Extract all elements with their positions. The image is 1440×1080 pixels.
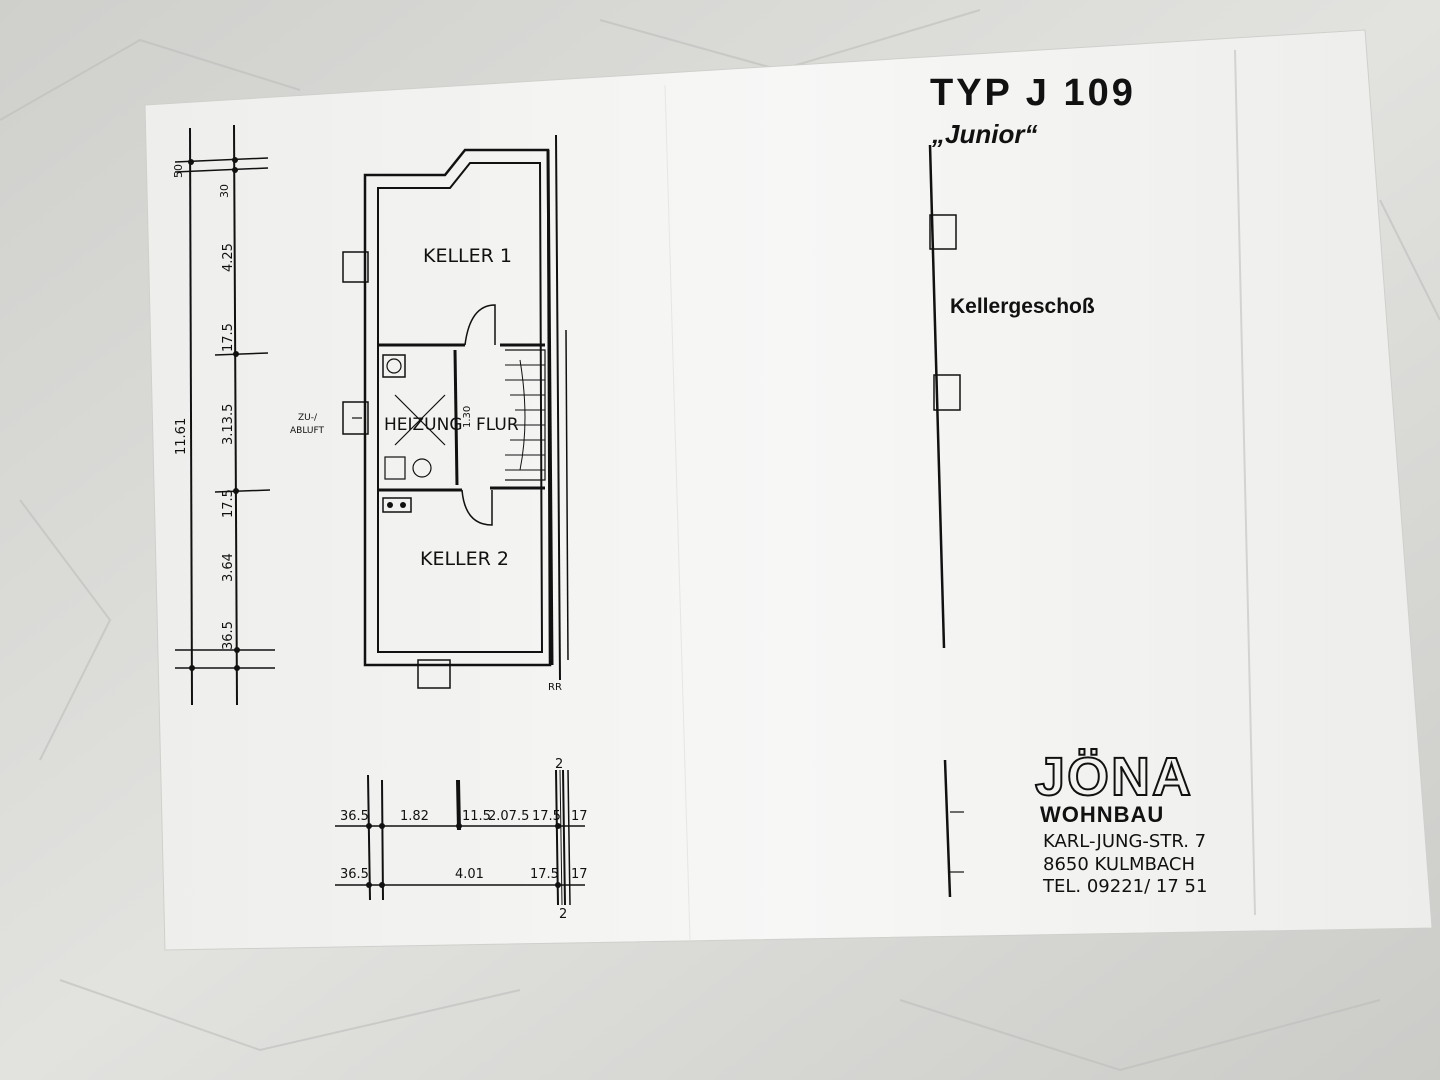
dim-h2-3: 17.5 bbox=[530, 867, 559, 882]
plan-name: „Junior“ bbox=[931, 119, 1037, 149]
ventilation-label-line2: ABLUFT bbox=[290, 426, 325, 436]
floor-plan bbox=[342, 134, 569, 689]
door-width-label: 1.30 bbox=[462, 406, 473, 428]
company-city: 8650 KULMBACH bbox=[1043, 854, 1195, 875]
dim-total-depth: 11.61 bbox=[174, 418, 189, 455]
room-label-flur: FLUR bbox=[476, 415, 519, 435]
dim-h1-5: 17.5 bbox=[532, 809, 561, 824]
dim-h1-3: 11.5 bbox=[462, 809, 491, 824]
plan-type-title: TYP J 109 bbox=[930, 72, 1136, 114]
axis-label-top: 2 bbox=[555, 757, 563, 772]
dim-v-8: 36.5 bbox=[221, 621, 236, 650]
company-street: KARL-JUNG-STR. 7 bbox=[1043, 831, 1206, 852]
dim-v-1: 50 bbox=[172, 164, 185, 178]
dim-v-2: 30 bbox=[218, 184, 231, 198]
svg-text:JÖNA: JÖNA bbox=[1035, 747, 1193, 807]
rr-label: RR bbox=[548, 682, 562, 693]
dim-v-4: 17.5 bbox=[221, 323, 236, 352]
floor-label: Kellergeschoß bbox=[950, 295, 1095, 318]
room-label-heizung: HEIZUNG bbox=[384, 415, 463, 435]
company-logo: JÖNA WOHNBAU bbox=[1034, 746, 1193, 827]
room-label-keller-2: KELLER 2 bbox=[420, 548, 509, 570]
dim-h1-1: 36.5 bbox=[340, 809, 369, 824]
company-phone: TEL. 09221/ 17 51 bbox=[1042, 876, 1207, 897]
dim-h1-2: 1.82 bbox=[400, 809, 429, 824]
dim-h1-4: 2.07.5 bbox=[488, 809, 529, 824]
dim-v-3: 4.25 bbox=[221, 243, 236, 272]
dim-v-7: 3.64 bbox=[221, 553, 236, 582]
vertical-dimension-chain bbox=[174, 124, 275, 706]
dim-h2-1: 36.5 bbox=[340, 867, 369, 882]
dim-h1-6: 17 bbox=[571, 809, 588, 824]
room-label-keller-1: KELLER 1 bbox=[423, 245, 512, 267]
axis-label-bottom: 2 bbox=[559, 907, 567, 922]
paper-sheet bbox=[144, 29, 1433, 951]
section-marker-line bbox=[928, 144, 964, 898]
dim-v-5: 3.13.5 bbox=[221, 404, 236, 445]
svg-text:WOHNBAU: WOHNBAU bbox=[1040, 802, 1164, 827]
ventilation-label-line1: ZU-/ bbox=[298, 413, 318, 423]
dim-v-6: 17.5 bbox=[221, 489, 236, 518]
dim-h2-4: 17 bbox=[571, 867, 588, 882]
dim-h2-2: 4.01 bbox=[455, 867, 484, 882]
horizontal-dimension-chains bbox=[335, 769, 585, 906]
